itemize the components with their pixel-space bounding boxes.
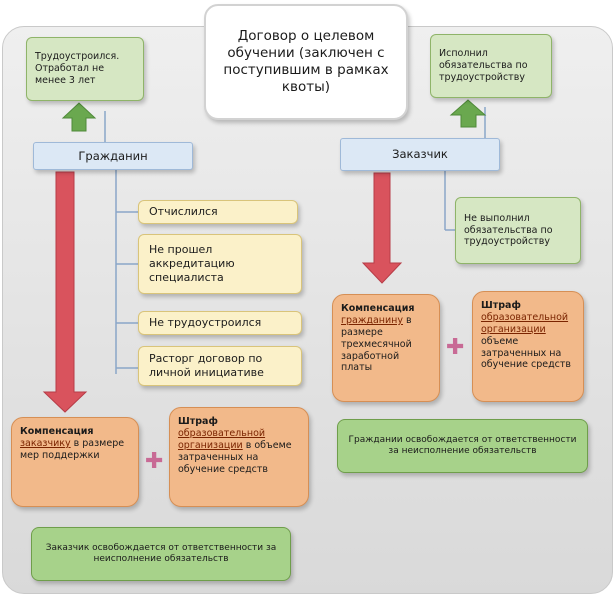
arrow-up-customer: [449, 99, 487, 128]
customer-compensation-head: Компенсация: [341, 303, 415, 314]
arrow-down-customer: [361, 172, 403, 284]
reason-terminated-text: Расторг договор по личной инициативе: [149, 352, 264, 379]
customer-fine-rest: объеме затраченных на обучение средств: [481, 335, 572, 371]
customer-failure-box: Не выполнил обязательства по трудоустрой…: [455, 197, 581, 264]
citizen-release-box: Заказчик освобождается от ответственност…: [31, 527, 291, 581]
customer-release-box: Граждании освобождается от ответственнос…: [337, 419, 588, 473]
reason-not-employed: Не трудоустроился: [138, 311, 302, 335]
reason-terminated: Расторг договор по личной инициативе: [138, 346, 302, 386]
citizen-fine-box: Штраф образовательной организации в объе…: [169, 407, 309, 507]
citizen-fine-rest: в объеме затраченных на обучение средств: [178, 439, 292, 475]
reason-no-accreditation: Не прошел аккредитацию специалиста: [138, 234, 302, 294]
contract-title: Договор о целевом обучении (заключен с п…: [204, 4, 408, 120]
citizen-compensation-recipient: заказчику: [20, 437, 71, 449]
citizen-fine-head: Штраф: [178, 416, 218, 427]
customer-label: Заказчик: [392, 147, 448, 162]
customer-fine-head: Штраф: [481, 300, 521, 311]
arrow-down-citizen: [42, 171, 88, 413]
citizen-release-text: Заказчик освобождается от ответственност…: [45, 542, 277, 564]
citizen-compensation-rest: в размере мер поддержки: [20, 437, 125, 461]
citizen-success-text: Трудоустроился. Отработал не менее 3 лет: [35, 51, 120, 86]
customer-fine-recipient: образовательной организации: [481, 311, 569, 335]
plus-icon: ✚: [145, 449, 164, 474]
citizen-compensation-box: Компенсация заказчику в размере мер подд…: [11, 417, 139, 507]
citizen-success-box: Трудоустроился. Отработал не менее 3 лет: [26, 37, 144, 101]
connector-lines: [104, 107, 486, 374]
customer-success-text: Исполнил обязательства по трудоустройств…: [439, 48, 528, 83]
customer-fine-box: Штраф образовательной организации объеме…: [472, 291, 584, 402]
reason-no-accreditation-text: Не прошел аккредитацию специалиста: [149, 243, 235, 284]
customer-compensation-recipient: гражданину: [341, 314, 404, 326]
citizen-fine-recipient: образовательной организации: [178, 427, 266, 451]
reason-expelled-text: Отчислился: [149, 205, 218, 219]
customer-compensation-rest: в размере трехмесячной заработной платы: [341, 314, 412, 374]
citizen-compensation-head: Компенсация: [20, 426, 94, 437]
citizen-label: Гражданин: [78, 148, 148, 163]
citizen-label-box: Гражданин: [33, 142, 193, 170]
customer-success-box: Исполнил обязательства по трудоустройств…: [430, 34, 552, 98]
contract-title-text: Договор о целевом обучении (заключен с п…: [223, 28, 389, 95]
reason-expelled: Отчислился: [138, 200, 298, 224]
customer-compensation-box: Компенсация гражданину в размере трехмес…: [332, 294, 440, 402]
arrow-up-citizen: [61, 102, 97, 132]
reason-not-employed-text: Не трудоустроился: [149, 316, 262, 330]
customer-label-box: Заказчик: [340, 138, 500, 171]
plus-icon-2: ✚: [446, 335, 465, 360]
customer-failure-text: Не выполнил обязательства по трудоустрой…: [464, 212, 553, 248]
customer-release-text: Граждании освобождается от ответственнос…: [348, 434, 577, 456]
